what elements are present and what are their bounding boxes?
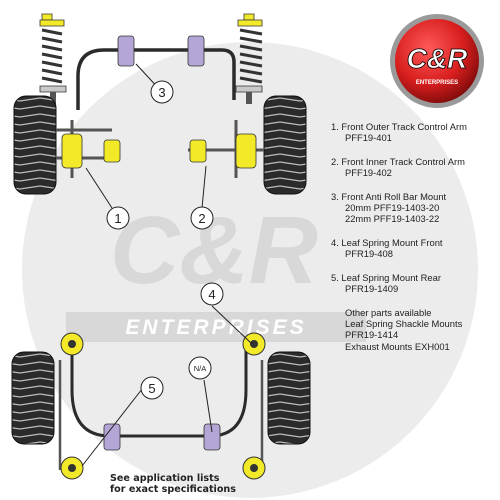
legend-item-part: PFF19-401 [345, 132, 392, 144]
parts-legend: 1. Front Outer Track Control Arm PFF19-4… [331, 121, 499, 352]
svg-text:3: 3 [158, 85, 165, 100]
cr-logo: C&R ENTERPRISES [390, 14, 484, 108]
other-parts-line: PFR19-1414 [345, 329, 399, 341]
callout-na [188, 356, 212, 380]
watermark-sub-text: ENTERPRISES [125, 316, 306, 339]
right-rear-tyre [267, 351, 311, 445]
legend-item: 5. Leaf Spring Mount Rear PFR19-1409 [331, 272, 499, 295]
inner-track-bush-left [103, 139, 121, 163]
left-front-spring [39, 13, 67, 104]
left-front-tyre [13, 95, 57, 195]
callout-3 [150, 80, 174, 104]
svg-text:4: 4 [208, 287, 215, 302]
other-parts-line: Other parts available [345, 306, 432, 318]
logo-sub-text: ENTERPRISES [416, 80, 458, 86]
watermark-disc [22, 42, 478, 498]
rear-beam [70, 338, 248, 438]
legend-item-title: 4. Leaf Spring Mount Front [331, 236, 443, 248]
callout-2 [190, 206, 214, 230]
callout-1 [106, 206, 130, 230]
other-parts-line: Exhaust Mounts EXH001 [345, 340, 450, 352]
note-line: See application lists [110, 473, 220, 484]
application-note: See application lists for exact specific… [110, 473, 236, 495]
legend-item-part: PFR19-408 [345, 248, 393, 260]
legend-item-part: 22mm PFF19-1403-22 [345, 213, 440, 225]
front-axle [13, 13, 307, 195]
legend-item-part: PFF19-402 [345, 167, 392, 179]
right-front-spring [235, 13, 263, 104]
leader-lines [81, 63, 253, 467]
watermark: C&R ENTERPRISES [22, 42, 478, 498]
outer-track-bush-right [235, 133, 257, 169]
legend-item-title: 5. Leaf Spring Mount Rear [331, 271, 441, 283]
front-arb-mount-left [117, 35, 135, 67]
other-parts: Other parts available Leaf Spring Shackl… [331, 307, 499, 352]
svg-text:N/A: N/A [194, 364, 207, 373]
legend-item: 2. Front Inner Track Control Arm PFF19-4… [331, 156, 499, 179]
legend-item-part: PFR19-1409 [345, 283, 399, 295]
leaf-springs [58, 360, 264, 470]
rear-mount-right [203, 423, 221, 451]
other-parts-line: Leaf Spring Shackle Mounts [345, 318, 463, 330]
legend-item: 3. Front Anti Roll Bar Mount 20mm PFF19-… [331, 191, 499, 225]
svg-text:2: 2 [198, 211, 205, 226]
legend-item-title: 1. Front Outer Track Control Arm [331, 121, 467, 132]
front-arb-mount-right [187, 35, 205, 67]
callout-5 [140, 376, 164, 400]
callout-4 [200, 282, 224, 306]
inner-track-bush-right [189, 139, 207, 163]
svg-text:1: 1 [114, 211, 121, 226]
callouts: 3 1 2 4 5 N/A [106, 80, 224, 400]
legend-item-part: 20mm PFF19-1403-20 [345, 202, 440, 214]
logo-disc [395, 19, 479, 103]
right-front-tyre [263, 95, 307, 195]
legend-item-title: 3. Front Anti Roll Bar Mount [331, 190, 447, 202]
note-line: for exact specifications [110, 484, 236, 495]
legend-item: 4. Leaf Spring Mount Front PFR19-408 [331, 237, 499, 260]
logo-text: C&R [407, 43, 468, 74]
svg-text:5: 5 [148, 381, 155, 396]
outer-track-bush-left [61, 133, 83, 169]
rear-axle [11, 332, 311, 480]
anti-roll-bar [76, 48, 236, 110]
watermark-band [66, 312, 366, 342]
left-rear-tyre [11, 351, 55, 445]
legend-item: 1. Front Outer Track Control Arm PFF19-4… [331, 121, 499, 144]
legend-item-title: 2. Front Inner Track Control Arm [331, 155, 465, 167]
